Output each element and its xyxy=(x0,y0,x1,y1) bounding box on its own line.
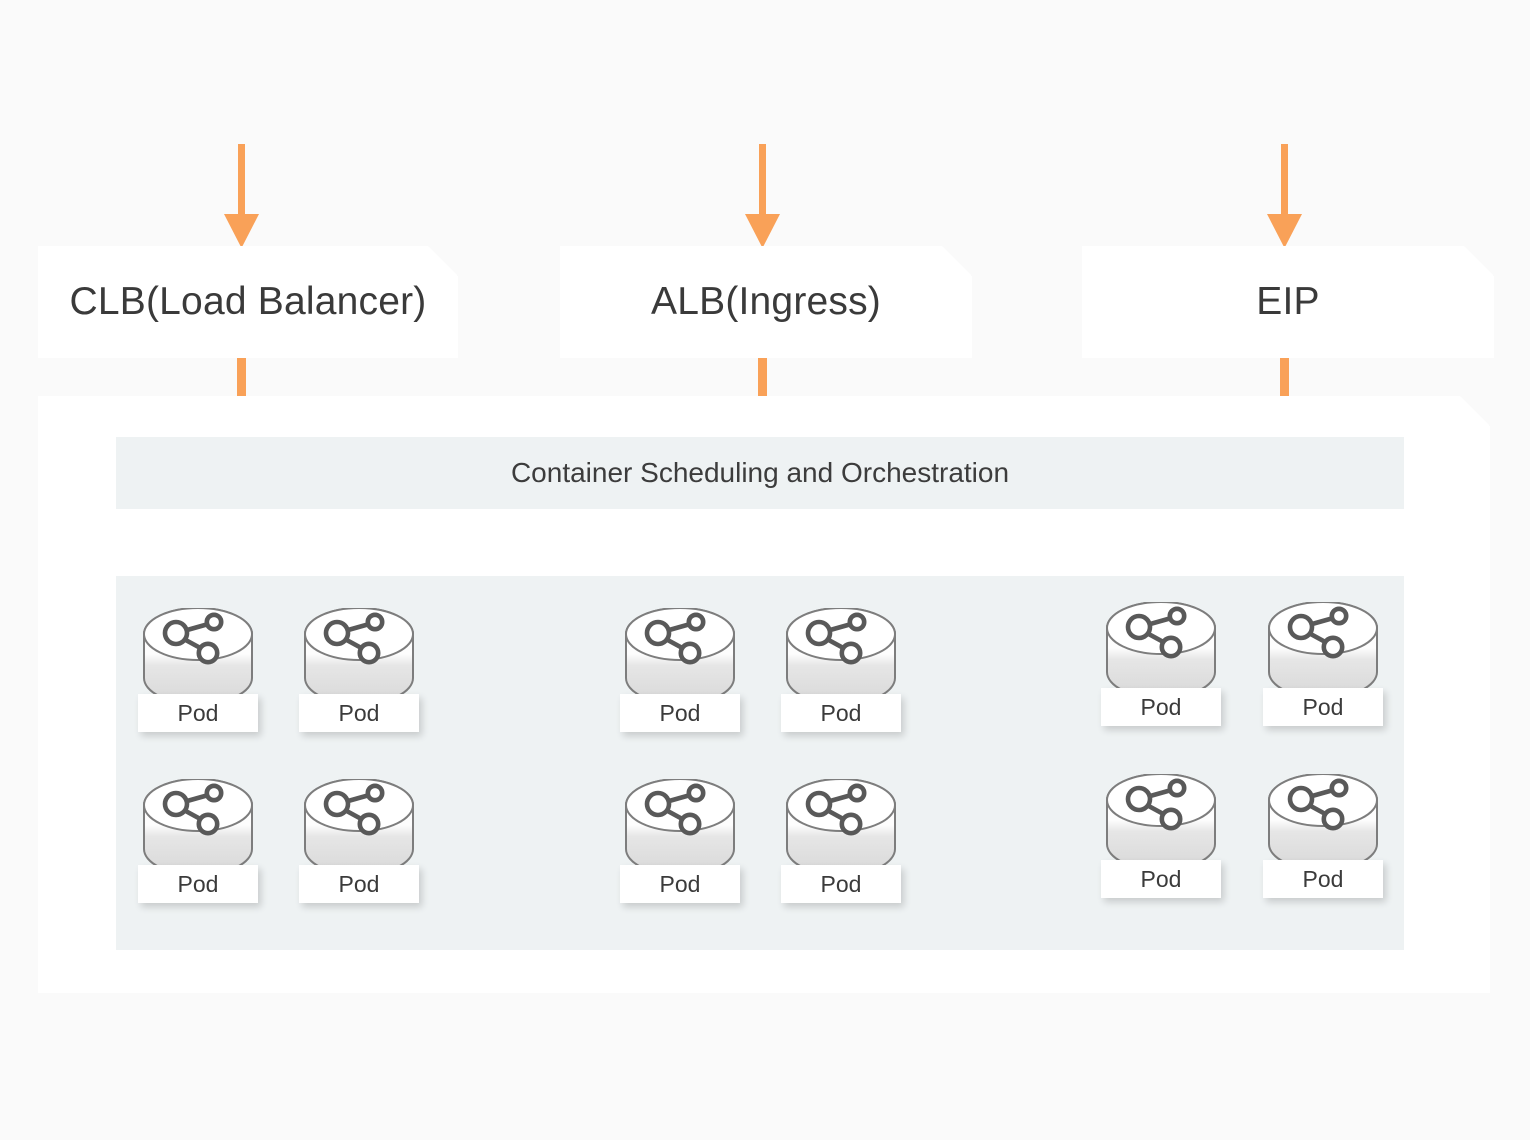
pod-label-text: Pod xyxy=(338,699,380,726)
pod-label-text: Pod xyxy=(1302,865,1344,892)
pod-node[interactable]: Pod xyxy=(781,779,901,903)
pod-node[interactable]: Pod xyxy=(299,608,419,732)
service-card-clb[interactable]: CLB(Load Balancer) xyxy=(38,246,458,358)
share-nodes-icon xyxy=(1267,774,1379,870)
service-card-eip[interactable]: EIP xyxy=(1082,246,1494,358)
inbound-arrow-clb xyxy=(224,144,259,248)
pod-label: Pod xyxy=(620,694,740,732)
pod-label: Pod xyxy=(620,865,740,903)
service-card-eip-label: EIP xyxy=(1256,280,1320,323)
share-nodes-icon xyxy=(1105,774,1217,870)
service-card-clb-label: CLB(Load Balancer) xyxy=(69,280,427,323)
share-nodes-icon xyxy=(624,608,736,704)
pod-label-text: Pod xyxy=(1302,693,1344,720)
pod-node[interactable]: Pod xyxy=(1263,774,1383,898)
share-nodes-icon xyxy=(303,608,415,704)
pod-node[interactable]: Pod xyxy=(1101,602,1221,726)
service-card-alb-label: ALB(Ingress) xyxy=(651,280,881,323)
share-nodes-icon xyxy=(1105,602,1217,698)
share-nodes-icon xyxy=(142,779,254,875)
pod-node[interactable]: Pod xyxy=(1263,602,1383,726)
pod-label: Pod xyxy=(1101,860,1221,898)
pod-node[interactable]: Pod xyxy=(1101,774,1221,898)
share-nodes-icon xyxy=(624,779,736,875)
pod-label: Pod xyxy=(1101,688,1221,726)
pod-label: Pod xyxy=(781,694,901,732)
share-nodes-icon xyxy=(142,608,254,704)
share-nodes-icon xyxy=(1267,602,1379,698)
inbound-arrow-eip xyxy=(1267,144,1302,248)
pod-label: Pod xyxy=(138,865,258,903)
pod-label-text: Pod xyxy=(820,699,862,726)
pod-node[interactable]: Pod xyxy=(138,608,258,732)
pod-label-text: Pod xyxy=(177,699,219,726)
inbound-arrow-alb xyxy=(745,144,780,248)
share-nodes-icon xyxy=(785,779,897,875)
pod-label: Pod xyxy=(138,694,258,732)
pod-label-text: Pod xyxy=(659,699,701,726)
pod-label-text: Pod xyxy=(1140,865,1182,892)
pod-node[interactable]: Pod xyxy=(620,608,740,732)
share-nodes-icon xyxy=(303,779,415,875)
pod-label: Pod xyxy=(781,865,901,903)
pod-label-text: Pod xyxy=(820,870,862,897)
pod-label: Pod xyxy=(1263,860,1383,898)
orchestration-band-label: Container Scheduling and Orchestration xyxy=(510,457,1010,488)
pod-label: Pod xyxy=(299,865,419,903)
pod-label-text: Pod xyxy=(1140,693,1182,720)
pod-node[interactable]: Pod xyxy=(620,779,740,903)
orchestration-band: Container Scheduling and Orchestration xyxy=(116,437,1404,509)
share-nodes-icon xyxy=(785,608,897,704)
pod-label-text: Pod xyxy=(177,870,219,897)
pod-label: Pod xyxy=(1263,688,1383,726)
pod-label-text: Pod xyxy=(338,870,380,897)
pod-label-text: Pod xyxy=(659,870,701,897)
service-card-alb[interactable]: ALB(Ingress) xyxy=(560,246,972,358)
pod-node[interactable]: Pod xyxy=(138,779,258,903)
pod-label: Pod xyxy=(299,694,419,732)
pod-node[interactable]: Pod xyxy=(781,608,901,732)
pod-node[interactable]: Pod xyxy=(299,779,419,903)
